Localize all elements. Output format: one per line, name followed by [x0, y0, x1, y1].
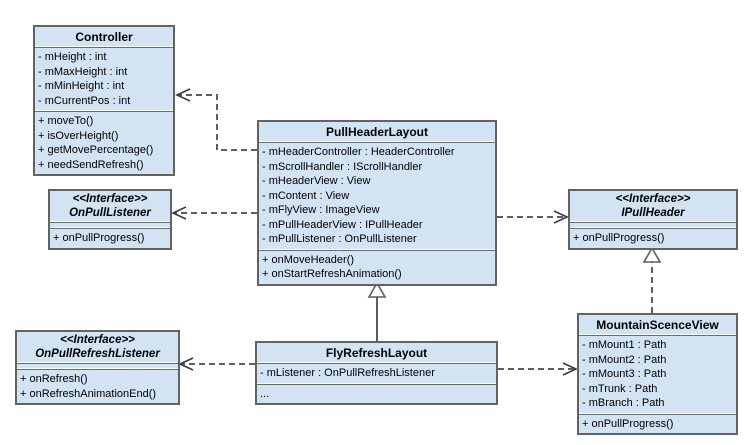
class-flyrefreshlayout-title: FlyRefreshLayout — [257, 343, 496, 362]
method-row: + needSendRefresh() — [38, 158, 144, 171]
method-row: ... — [260, 387, 270, 400]
method-row: + onPullProgress() — [53, 232, 145, 244]
field-row: - mFlyView : ImageView — [262, 204, 380, 216]
class-mountainscenceview: MountainScenceView - mMount1 : Path - mM… — [577, 313, 738, 435]
interface-onpullrefreshlistener-methods: + onRefresh() + onRefreshAnimationEnd() — [17, 369, 178, 403]
field-row: - mMount1 : Path — [582, 339, 667, 351]
dependency-arrow-pullheaderlayout-to-ipullheader — [497, 210, 569, 224]
stereotype-label: <<Interface>> — [615, 193, 691, 205]
class-pullheaderlayout-methods: + onMoveHeader() + onStartRefreshAnimati… — [259, 249, 495, 284]
field-row: - mScrollHandler : IScrollHandler — [262, 160, 423, 173]
interface-onpulllistener: <<Interface>> OnPullListener + onPullPro… — [48, 189, 172, 250]
method-row: + onPullProgress() — [573, 232, 665, 244]
field-row: - mTrunk : Path — [582, 382, 658, 395]
class-mountainscenceview-title: MountainScenceView — [579, 315, 736, 334]
class-pullheaderlayout: PullHeaderLayout - mHeaderController : H… — [257, 120, 497, 286]
dependency-arrow-pullheaderlayout-to-onpulllistener — [171, 206, 257, 220]
field-row: - mHeight : int — [38, 51, 107, 63]
field-row: - mContent : View — [262, 189, 350, 202]
interface-ipullheader: <<Interface>> IPullHeader + onPullProgre… — [568, 189, 738, 250]
stereotype-label: <<Interface>> — [72, 193, 148, 205]
field-row: - mHeaderController : HeaderController — [262, 146, 455, 158]
field-row: - mHeaderView : View — [262, 175, 371, 187]
method-row: + onStartRefreshAnimation() — [262, 268, 402, 280]
class-controller-methods: + moveTo() + isOverHeight() + getMovePer… — [35, 111, 173, 174]
class-flyrefreshlayout-methods: ... — [257, 383, 496, 403]
class-controller: Controller - mHeight : int - mMaxHeight … — [33, 25, 175, 176]
class-controller-title: Controller — [35, 27, 173, 46]
interface-ipullheader-fields-empty — [570, 222, 736, 227]
method-row: + getMovePercentage() — [38, 144, 154, 156]
class-controller-fields: - mHeight : int - mMaxHeight : int - mMi… — [35, 47, 173, 110]
method-row: + onPullProgress() — [582, 417, 674, 430]
interface-name: OnPullListener — [69, 207, 151, 219]
method-row: + onRefresh() — [20, 373, 88, 385]
interface-onpullrefreshlistener: <<Interface>> OnPullRefreshListener + on… — [15, 330, 180, 405]
class-mountainscenceview-fields: - mMount1 : Path - mMount2 : Path - mMou… — [579, 335, 736, 413]
interface-onpullrefreshlistener-title: <<Interface>> OnPullRefreshListener — [17, 332, 178, 362]
field-row: - mMinHeight : int — [38, 80, 125, 92]
interface-onpulllistener-fields-empty — [50, 222, 170, 227]
field-row: - mPullListener : OnPullListener — [262, 233, 417, 245]
dependency-arrow-pullheaderlayout-to-controller — [175, 88, 257, 151]
class-pullheaderlayout-fields: - mHeaderController : HeaderController -… — [259, 142, 495, 249]
realization-arrow-mountainscenceview-to-ipullheader — [642, 246, 662, 313]
class-mountainscenceview-methods: + onPullProgress() — [579, 413, 736, 433]
method-row: + onRefreshAnimationEnd() — [20, 387, 157, 400]
interface-onpullrefreshlistener-fields-empty — [17, 363, 178, 368]
generalization-arrow-flyrefreshlayout-to-pullheaderlayout — [367, 281, 387, 341]
interface-ipullheader-title: <<Interface>> IPullHeader — [570, 191, 736, 221]
field-row: - mListener : OnPullRefreshListener — [260, 367, 435, 379]
field-row: - mCurrentPos : int — [38, 94, 131, 107]
class-pullheaderlayout-title: PullHeaderLayout — [259, 122, 495, 141]
class-flyrefreshlayout-fields: - mListener : OnPullRefreshListener — [257, 363, 496, 383]
method-row: + moveTo() — [38, 115, 94, 127]
field-row: - mMount3 : Path — [582, 368, 667, 380]
field-row: - mPullHeaderView : IPullHeader — [262, 218, 423, 231]
interface-onpulllistener-title: <<Interface>> OnPullListener — [50, 191, 170, 221]
dependency-arrow-flyrefreshlayout-to-onpullrefreshlistener — [178, 357, 255, 371]
class-flyrefreshlayout: FlyRefreshLayout - mListener : OnPullRef… — [255, 341, 498, 405]
interface-name: IPullHeader — [621, 207, 685, 219]
field-row: - mBranch : Path — [582, 397, 665, 409]
field-row: - mMaxHeight : int — [38, 65, 128, 78]
field-row: - mMount2 : Path — [582, 353, 667, 366]
interface-onpulllistener-methods: + onPullProgress() — [50, 228, 170, 248]
dependency-arrow-flyrefreshlayout-to-mountainscenceview — [498, 362, 578, 376]
interface-ipullheader-methods: + onPullProgress() — [570, 228, 736, 248]
method-row: + onMoveHeader() — [262, 253, 355, 266]
stereotype-label: <<Interface>> — [60, 334, 135, 346]
interface-name: OnPullRefreshListener — [35, 348, 160, 360]
method-row: + isOverHeight() — [38, 129, 119, 142]
